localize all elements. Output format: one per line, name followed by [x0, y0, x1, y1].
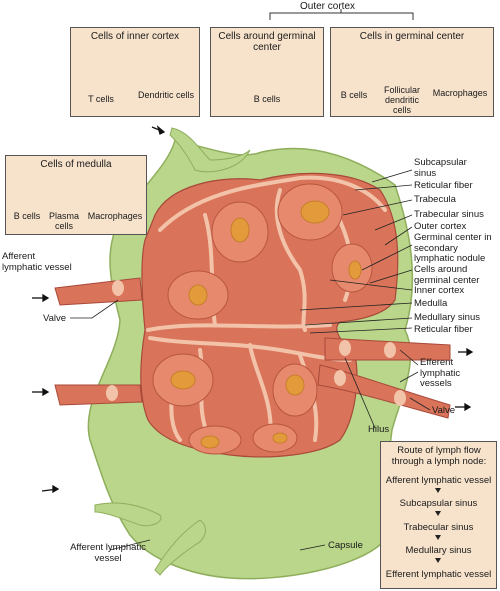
box-title: Cells around germinal center [218, 31, 316, 53]
label-reticular-fiber: Reticular fiber [414, 180, 473, 191]
in-germinal-cells-box: Cells in germinal center B cells Follicu… [330, 27, 494, 117]
cell-caption: Macrophages [87, 211, 143, 221]
route-arrow [435, 535, 441, 540]
label-afferent-lymphatic-vessel-top: Afferent lymphatic vessel [2, 251, 72, 273]
label-subcapsular-sinus: Subcapsular sinus [414, 157, 467, 179]
label-trabecular-sinus: Trabecular sinus [414, 209, 484, 220]
label-medulla: Medulla [414, 298, 448, 309]
around-germinal-cells-box: Cells around germinal center B cells [210, 27, 324, 117]
cell-caption: Plasma cells [48, 211, 79, 231]
route-step: Trabecular sinus [403, 522, 474, 533]
outer-cortex-title: Outer cortex [300, 1, 356, 12]
label-outer-cortex: Outer cortex [414, 221, 467, 232]
label-cells-around-germinal-center: Cells around germinal center [414, 264, 480, 286]
route-arrow [435, 558, 441, 563]
box-title: Cells of inner cortex [90, 31, 180, 42]
efferent-vessels [317, 337, 451, 419]
label-efferent-lymphatic-vessels: Efferent lymphatic vessels [420, 357, 461, 389]
flow-arrows [32, 125, 474, 494]
label-capsule: Capsule [328, 540, 363, 551]
lymph-route-box: Route of lymph flow through a lymph node… [380, 441, 497, 589]
box-title: Cells of medulla [40, 159, 112, 170]
label-medullary-sinus: Medullary sinus [414, 312, 480, 323]
cell-caption: B cells [253, 94, 281, 104]
cell-caption: T cells [88, 94, 114, 104]
medulla-cells-box: Cells of medulla B cells Plasma cells Ma… [5, 155, 147, 235]
outer-cortex-bracket [269, 9, 414, 20]
label-germinal-center: Germinal center in secondary lymphatic n… [414, 232, 492, 264]
label-inner-cortex: Inner cortex [414, 285, 465, 296]
route-arrow [435, 488, 441, 493]
route-step: Subcapsular sinus [399, 498, 478, 509]
box-title: Cells in germinal center [359, 31, 465, 42]
cell-caption: Macrophages [432, 88, 488, 98]
cell-caption: Dendritic cells [137, 90, 195, 100]
route-step: Medullary sinus [405, 545, 472, 556]
route-step: Efferent lymphatic vessel [385, 569, 492, 580]
label-hilus: Hilus [368, 424, 390, 435]
afferent-vessels [54, 277, 143, 406]
label-trabecula: Trabecula [414, 194, 456, 205]
label-afferent-lymphatic-vessel-bottom: Afferent lymphatic vessel [70, 542, 146, 564]
label-reticular-fiber-2: Reticular fiber [414, 324, 473, 335]
cell-caption: Follicular dendritic cells [383, 85, 420, 115]
cell-caption: B cells [340, 90, 368, 100]
route-arrow [435, 511, 441, 516]
inner-cortex-cells-box: Cells of inner cortex T cells Dendritic … [70, 27, 200, 117]
label-valve-right: Valve [432, 405, 456, 416]
label-valve-left: Valve [43, 313, 67, 324]
cell-caption: B cells [13, 211, 41, 221]
route-step: Afferent lymphatic vessel [385, 475, 492, 486]
route-title: Route of lymph flow through a lymph node… [391, 445, 487, 467]
leader-lines [70, 169, 431, 551]
